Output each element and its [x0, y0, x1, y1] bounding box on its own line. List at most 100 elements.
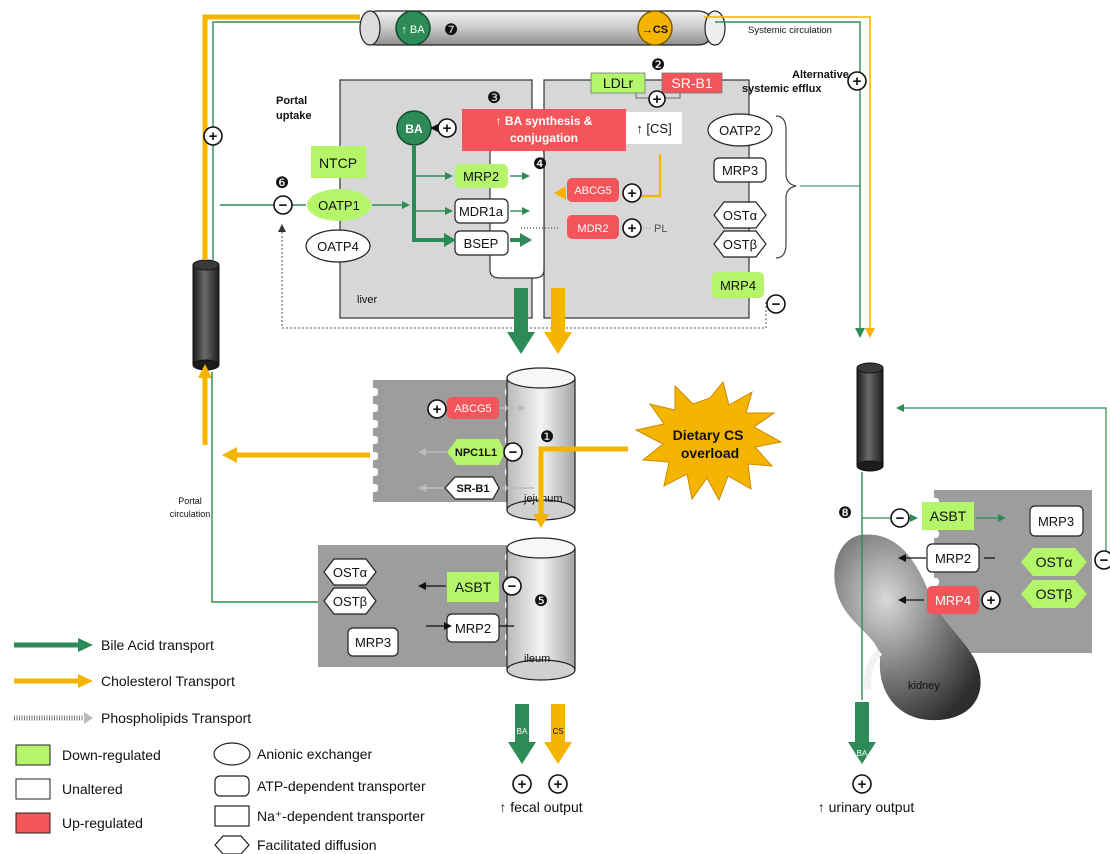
alt-efflux-line2: systemic efflux: [742, 83, 822, 95]
oatp4-label: OATP4: [317, 239, 359, 254]
dietary-cs-burst: Dietary CS overload: [634, 380, 783, 502]
step-8-marker: ❽: [838, 505, 852, 522]
plus-icon: +: [853, 73, 862, 90]
minus-icon: −: [1100, 552, 1109, 569]
legend-cholesterol: Cholesterol Transport: [101, 673, 235, 689]
srb1-liver-receptor: SR-B1: [661, 72, 723, 94]
systemic-ba-label: ↑ BA: [401, 24, 425, 36]
minus-icon: −: [508, 578, 517, 595]
asbt-kidney-transporter: ASBT: [922, 502, 974, 530]
srb1-liver-label: SR-B1: [671, 75, 712, 91]
legend-na: Na⁺-dependent transporter: [257, 808, 425, 824]
oatp2-label: OATP2: [719, 123, 761, 138]
cs-increase-label: ↑ [CS]: [636, 121, 671, 136]
plus-icon: +: [628, 185, 637, 202]
oatp4-transporter: OATP4: [305, 229, 371, 263]
urinary-ba-label: BA: [857, 749, 868, 758]
minus-icon: −: [896, 510, 905, 527]
legend-up: Up-regulated: [62, 815, 143, 831]
legend-down: Down-regulated: [62, 747, 161, 763]
mrp2-liver-label: MRP2: [463, 169, 499, 184]
osta-ileum-transporter: OSTα: [323, 558, 377, 586]
mdr1a-label: MDR1a: [459, 204, 504, 219]
mrp3-kidney-transporter: MRP3: [1029, 505, 1084, 537]
systemic-circulation-label: Systemic circulation: [748, 25, 832, 36]
plus-icon: +: [443, 120, 452, 137]
flow-arrows: [198, 14, 1107, 764]
srb1-jejunum-transporter: SR-B1: [444, 476, 500, 500]
renal-vessel-cylinder: [856, 362, 884, 472]
osta-kidney-transporter: OSTα: [1021, 548, 1087, 576]
mdr2-transporter: MDR2: [567, 215, 619, 239]
kidney-label: kidney: [908, 680, 940, 692]
abcg5-jejunum-label: ABCG5: [454, 403, 491, 415]
ba-synthesis-box: ↑ BA synthesis & conjugation: [462, 109, 626, 151]
plus-icon: +: [209, 128, 218, 145]
legend-anionic: Anionic exchanger: [257, 746, 373, 762]
srb1-jejunum-label: SR-B1: [456, 483, 489, 495]
kidney-organ: [834, 534, 981, 721]
ostb-liver-transporter: OSTβ: [713, 230, 767, 258]
legend-bile-acid: Bile Acid transport: [101, 637, 214, 653]
ba-synthesis-line1: ↑ BA synthesis &: [496, 114, 593, 128]
plus-icon: +: [518, 776, 527, 793]
ostb-ileum-label: OSTβ: [333, 594, 367, 609]
mrp2-kidney-label: MRP2: [935, 551, 971, 566]
mrp4-liver-label: MRP4: [720, 278, 756, 293]
osta-liver-label: OSTα: [723, 208, 758, 223]
ldlr-receptor: LDLr: [590, 72, 646, 94]
systemic-ba-node: ↑ BA: [395, 10, 431, 46]
mrp3-ileum-label: MRP3: [355, 635, 391, 650]
mrp2-ileum-label: MRP2: [455, 621, 491, 636]
legend-facilitated: Facilitated diffusion: [257, 837, 377, 853]
asbt-ileum-label: ASBT: [455, 579, 492, 595]
asbt-ileum-transporter: ASBT: [447, 572, 499, 602]
plus-icon: +: [858, 776, 867, 793]
step-6-marker: ❻: [275, 175, 289, 192]
ntcp-label: NTCP: [319, 155, 357, 171]
fecal-ba-label: BA: [517, 727, 528, 736]
plus-icon: +: [433, 401, 442, 418]
step-7-marker: ❼: [444, 22, 458, 39]
plus-icon: +: [628, 220, 637, 237]
mrp3-kidney-label: MRP3: [1038, 514, 1074, 529]
dietary-line2: overload: [681, 445, 739, 461]
osta-ileum-label: OSTα: [333, 565, 368, 580]
legend-atp: ATP-dependent transporter: [257, 778, 426, 794]
plus-icon: +: [653, 91, 662, 108]
legend: Bile Acid transport Cholesterol Transpor…: [14, 637, 426, 854]
cs-increase-box: ↑ [CS]: [626, 112, 682, 144]
ileum-label: ileum: [524, 653, 550, 665]
portal-circulation-line1: Portal: [178, 496, 202, 506]
liver-ba-label: BA: [405, 122, 423, 136]
oatp1-transporter: OATP1: [307, 189, 371, 221]
systemic-cs-node: →CS: [637, 10, 673, 46]
step-5-marker: ❺: [534, 593, 548, 610]
mdr2-label: MDR2: [577, 223, 608, 235]
fecal-output-label: ↑ fecal output: [499, 799, 582, 815]
npc1l1-label: NPC1L1: [455, 447, 497, 459]
mrp4-kidney-label: MRP4: [935, 593, 971, 608]
alt-efflux-line1: Alternative: [792, 69, 849, 81]
npc1l1-transporter: NPC1L1: [447, 439, 505, 465]
step-4-marker: ❹: [533, 156, 547, 173]
systemic-cs-label: →CS: [642, 24, 668, 36]
ldlr-label: LDLr: [603, 75, 634, 91]
ostb-ileum-transporter: OSTβ: [323, 587, 377, 615]
regulator-symbols: [203, 71, 1110, 794]
minus-icon: −: [509, 444, 518, 461]
ostb-liver-label: OSTβ: [723, 237, 757, 252]
portal-vessel-cylinder: [192, 259, 220, 371]
osta-liver-transporter: OSTα: [713, 201, 767, 229]
bsep-transporter: BSEP: [454, 230, 509, 256]
liver-label: liver: [357, 294, 378, 306]
efflux-brace: [775, 115, 797, 259]
mrp3-ileum-transporter: MRP3: [347, 627, 399, 657]
abcg5-jejunum-transporter: ABCG5: [447, 397, 499, 419]
mrp2-kidney-transporter: MRP2: [926, 543, 980, 573]
step-1-marker: ❶: [540, 429, 554, 446]
oatp1-label: OATP1: [318, 198, 360, 213]
minus-icon: −: [279, 197, 288, 214]
ostb-kidney-label: OSTβ: [1036, 586, 1073, 602]
osta-kidney-label: OSTα: [1036, 554, 1073, 570]
